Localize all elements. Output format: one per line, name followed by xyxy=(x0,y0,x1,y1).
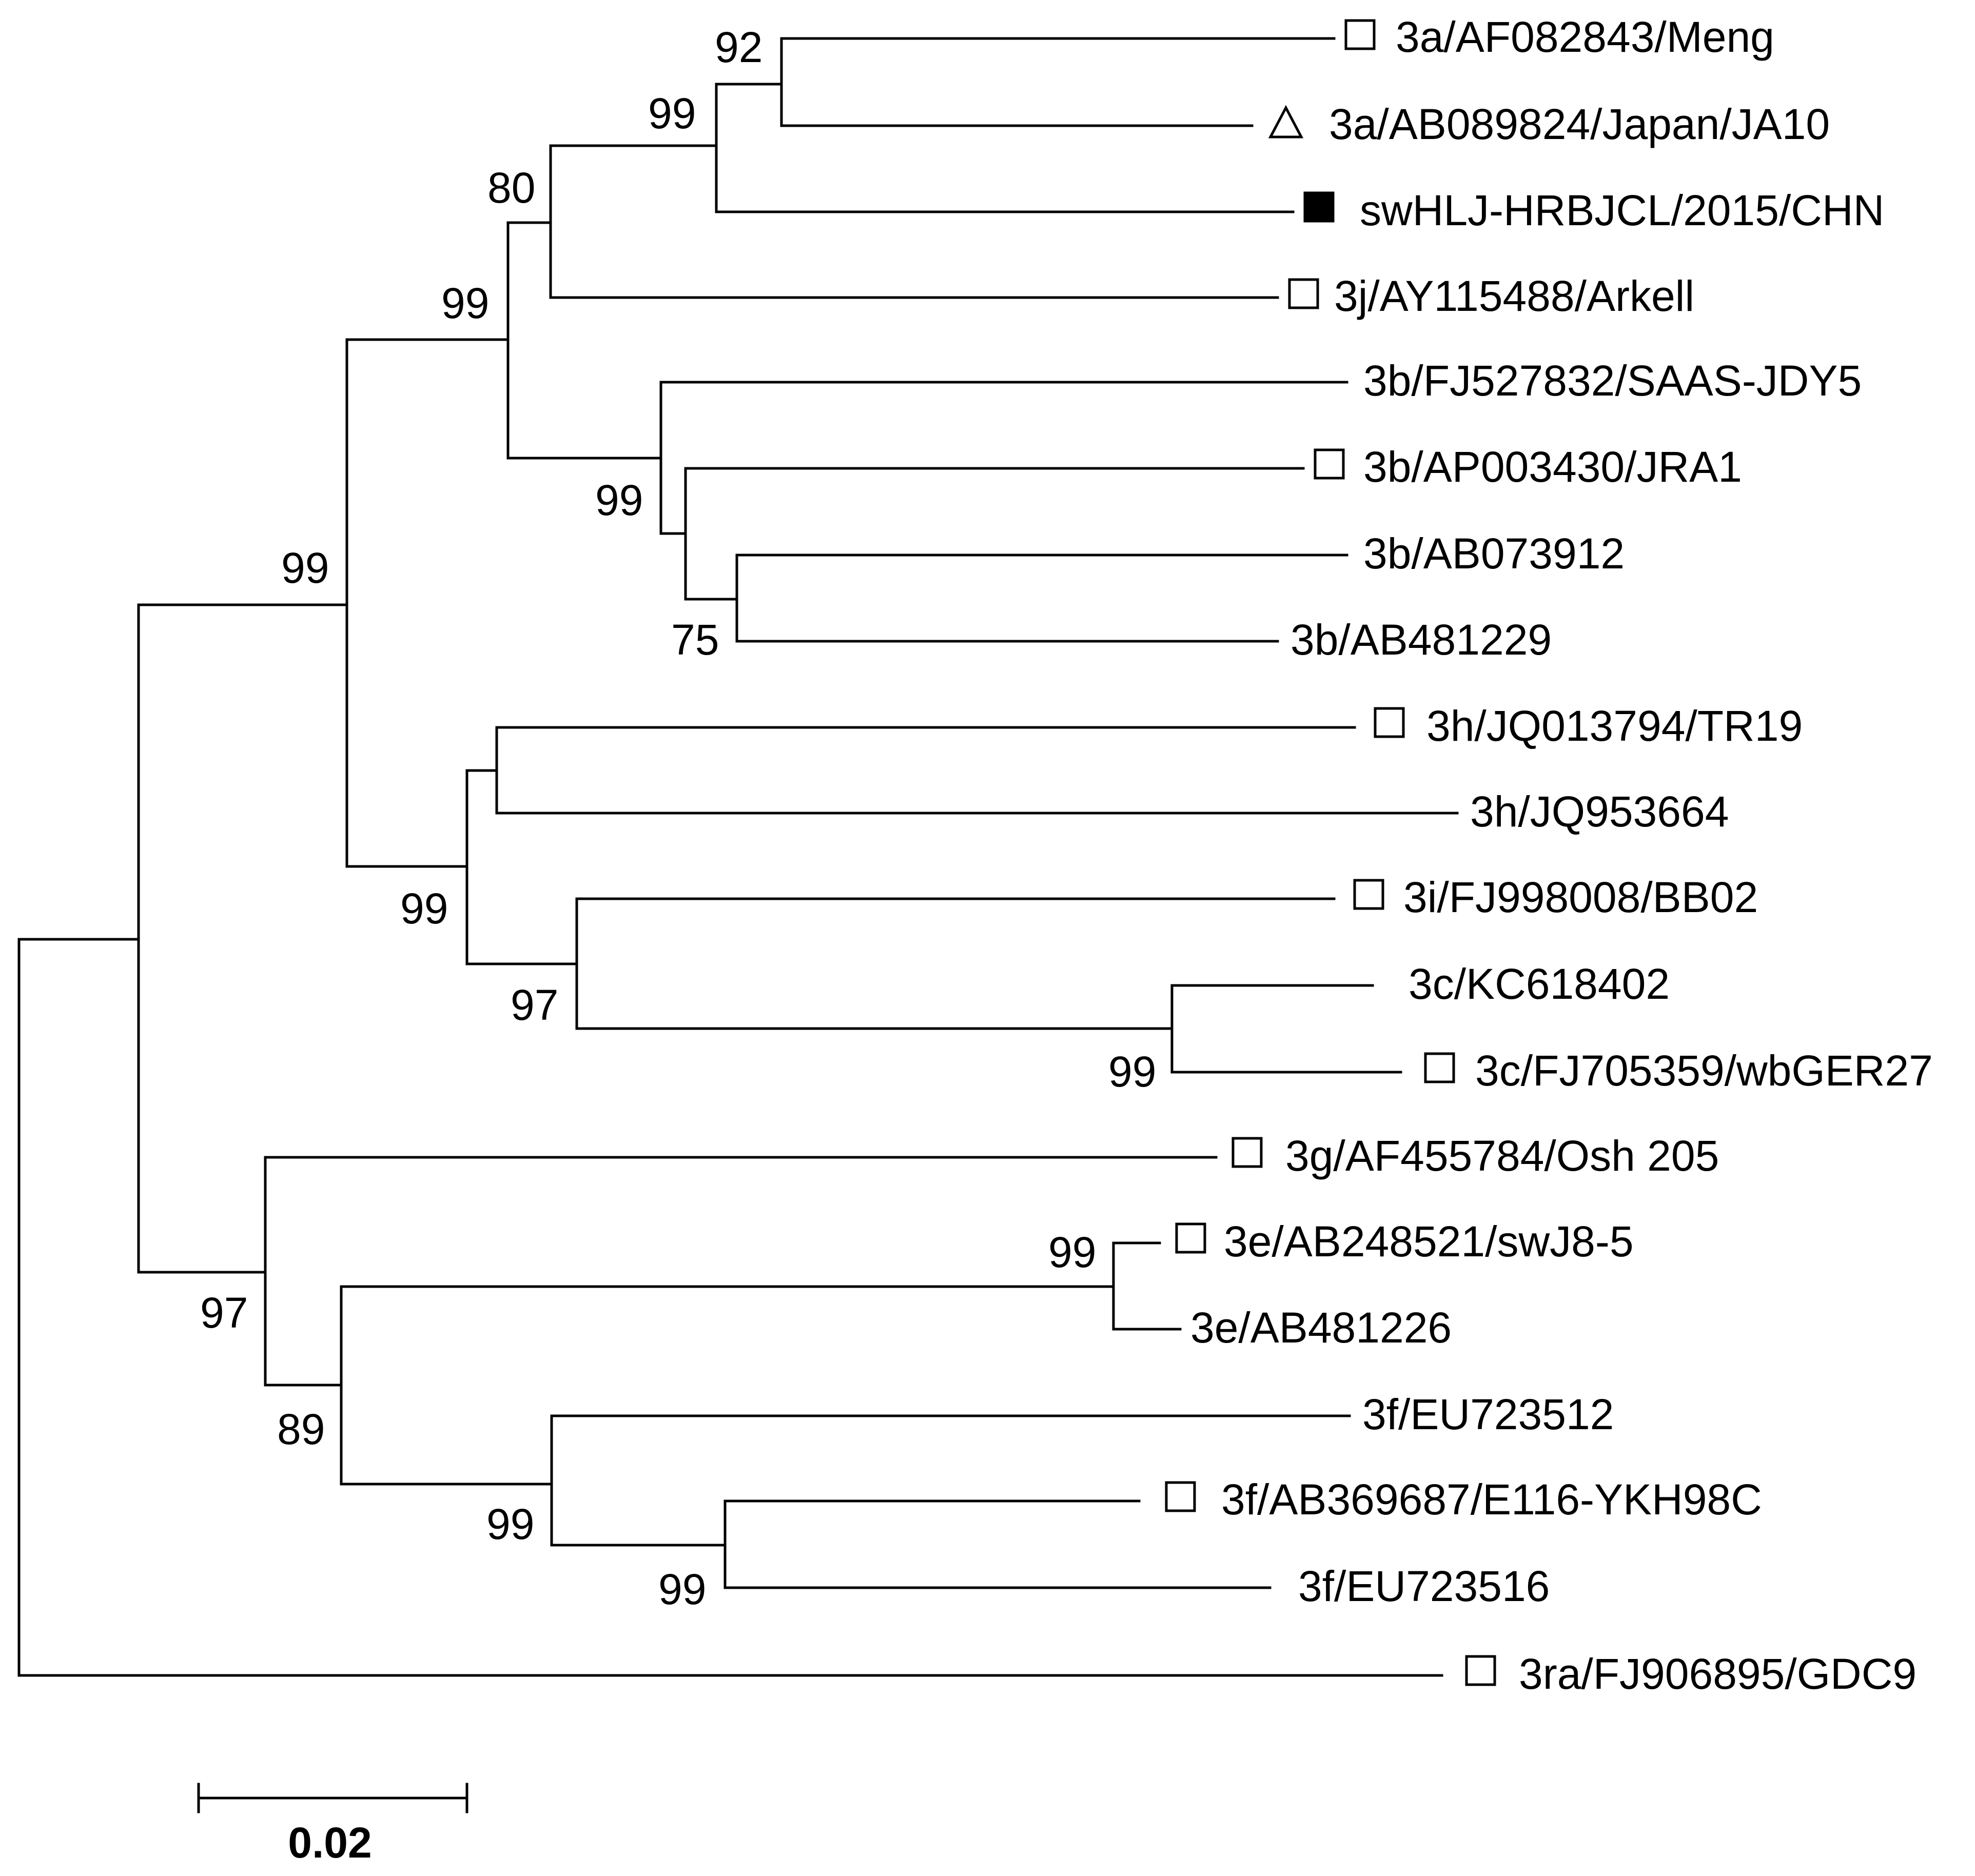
leaf-label: 3h/JQ953664 xyxy=(1470,787,1729,836)
leaf-label: 3h/JQ013794/TR19 xyxy=(1426,702,1803,750)
branch-major-split xyxy=(137,603,348,1274)
leaf-label: 3g/AF455784/Osh 205 xyxy=(1285,1132,1719,1180)
bootstrap-value: 99 xyxy=(648,89,696,137)
open-square-marker xyxy=(1165,1481,1196,1512)
branch-3a-plus-3j xyxy=(549,144,1279,299)
open-square-marker xyxy=(1231,1137,1263,1168)
leaf-label: 3e/AB481226 xyxy=(1190,1304,1452,1352)
filled-square-marker xyxy=(1303,191,1335,223)
branch-3a-plus-swhlj xyxy=(715,83,1295,213)
bootstrap-value: 99 xyxy=(595,476,643,524)
leaf-label: 3f/EU723516 xyxy=(1298,1562,1550,1610)
leaf-label: 3b/AB481229 xyxy=(1290,616,1552,664)
leaf-label: 3f/AB369687/E116-YKH98C xyxy=(1221,1475,1762,1524)
bootstrap-value: 99 xyxy=(400,884,448,933)
open-square-marker xyxy=(1175,1222,1206,1254)
leaf-label: 3ra/FJ906895/GDC9 xyxy=(1519,1650,1917,1698)
bootstrap-value: 99 xyxy=(441,279,489,327)
branch-3f-sub xyxy=(723,1499,1272,1589)
open-square-marker xyxy=(1424,1052,1455,1083)
branch-3e-pair xyxy=(1112,1241,1182,1331)
bootstrap-value: 99 xyxy=(1048,1228,1096,1276)
scale-bar-line xyxy=(197,1783,468,1813)
open-square-marker xyxy=(1344,19,1376,50)
open-triangle-marker xyxy=(1268,105,1304,139)
leaf-label: 3a/AF082843/Meng xyxy=(1396,13,1774,61)
branch-3b-clade xyxy=(659,381,1348,535)
bootstrap-value: 97 xyxy=(511,981,558,1029)
scale-bar: 0.02 xyxy=(197,1783,468,1867)
bootstrap-value: 99 xyxy=(281,544,329,592)
branch-3abchij xyxy=(345,338,510,868)
leaf-labels: 3a/AF082843/Meng 3a/AB089824/Japan/JA10 … xyxy=(1165,13,1933,1698)
leaf-label: 3b/AB073912 xyxy=(1363,529,1625,578)
leaf-label: 3f/EU723512 xyxy=(1362,1390,1614,1438)
leaf-label: 3c/FJ705359/wbGER27 xyxy=(1475,1046,1933,1095)
open-square-marker xyxy=(1288,278,1319,309)
branch-3a-3j-3b xyxy=(506,221,662,460)
leaf-label: 3a/AB089824/Japan/JA10 xyxy=(1329,100,1830,148)
bootstrap-values: 92 99 80 99 99 75 99 99 97 99 97 89 99 9… xyxy=(200,23,1156,1613)
bootstrap-value: 75 xyxy=(671,616,719,664)
open-square-marker xyxy=(1314,448,1345,480)
open-square-marker xyxy=(1465,1655,1496,1686)
tree-branches xyxy=(17,37,1459,1677)
leaf-label: 3e/AB248521/swJ8-5 xyxy=(1224,1217,1634,1266)
bootstrap-value: 80 xyxy=(487,164,535,212)
bootstrap-value: 99 xyxy=(486,1500,534,1548)
branch-3b-sub xyxy=(684,467,1305,601)
branch-3c-pair xyxy=(1170,984,1402,1074)
leaf-label: 3i/FJ998008/BB02 xyxy=(1403,873,1758,921)
branch-3h-3i-3c xyxy=(465,769,578,965)
branch-meng-japan xyxy=(780,37,1336,127)
branch-3b-ab-pair xyxy=(735,554,1348,643)
bootstrap-value: 92 xyxy=(715,23,762,71)
branch-3e-3f xyxy=(340,1285,1115,1486)
open-square-marker xyxy=(1374,707,1405,738)
branch-3h-pair xyxy=(495,726,1459,815)
leaf-label: swHLJ-HRBJCL/2015/CHN xyxy=(1360,186,1884,234)
leaf-label: 3j/AY115488/Arkell xyxy=(1334,272,1694,320)
bootstrap-value: 89 xyxy=(277,1405,325,1453)
scale-bar-label: 0.02 xyxy=(288,1819,372,1867)
bootstrap-value: 99 xyxy=(1108,1048,1156,1096)
open-square-marker xyxy=(1353,879,1384,910)
leaf-label: 3b/FJ527832/SAAS-JDY5 xyxy=(1363,357,1862,405)
branch-3f-clade xyxy=(550,1414,1351,1547)
branch-3i-3c xyxy=(575,897,1336,1030)
leaf-label: 3b/AP003430/JRA1 xyxy=(1363,443,1742,491)
branch-3efg xyxy=(264,1156,1218,1387)
bootstrap-value: 97 xyxy=(200,1289,248,1337)
branch-root xyxy=(17,938,1443,1677)
bootstrap-value: 99 xyxy=(658,1565,706,1613)
leaf-label: 3c/KC618402 xyxy=(1409,960,1670,1008)
